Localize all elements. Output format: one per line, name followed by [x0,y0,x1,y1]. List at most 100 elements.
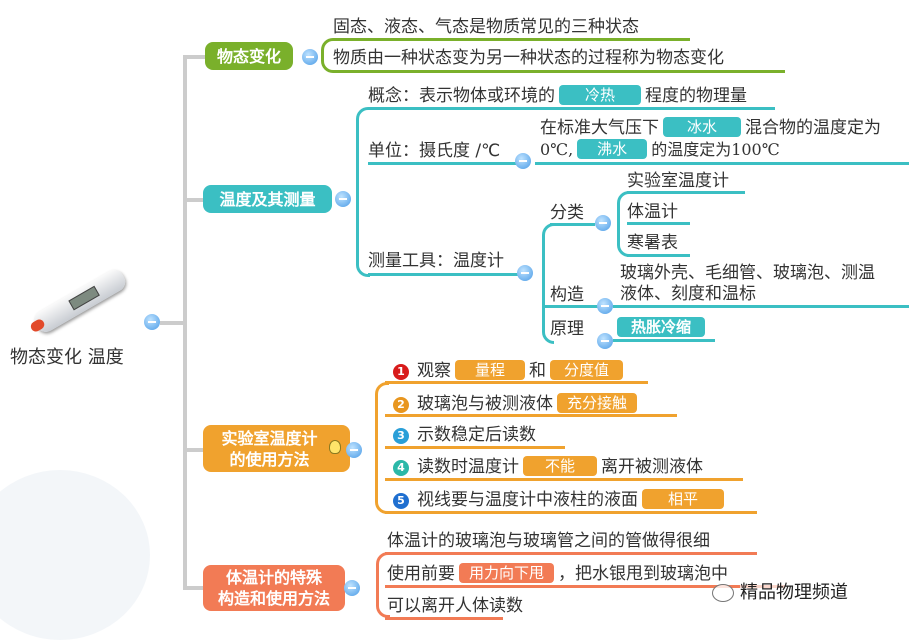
structure-text: 玻璃外壳、毛细管、玻璃泡、测温 [620,263,875,283]
trunk-line [183,55,187,590]
bracket [356,107,370,277]
node-physical-state-change[interactable]: 物态变化 [205,42,293,70]
number-badge: 5 [393,493,409,509]
collapse-button[interactable] [335,191,351,207]
node-temperature-measurement[interactable]: 温度及其测量 [203,185,332,213]
number-badge: 3 [393,428,409,444]
text: 读数时温度计 [417,457,519,477]
lightbulb-icon [329,440,341,454]
text: 和 [529,361,547,381]
underline [550,223,595,226]
underline [613,305,909,308]
principle-label: 原理 [550,319,584,339]
blank-answer: 量程 [455,360,526,380]
text: 0℃, [540,140,574,159]
underline [627,254,690,257]
text: ，把水银甩到玻璃泡中 [558,564,729,584]
thermometer-illustration [29,266,129,336]
structure-label: 构造 [550,285,584,305]
text: 的使用方法 [229,449,310,469]
underline [385,585,785,588]
classify-item: 体温计 [627,202,678,222]
underline [385,617,503,620]
concept-line: 概念：表示物体或环境的冷热程度的物理量 [368,85,747,107]
unit-line-2: 0℃,沸水的温度定为100℃ [540,139,780,161]
text: 视线要与温度计中液柱的液面 [417,490,638,510]
step-3: 3 示数稳定后读数 [393,424,536,446]
blank-answer: 用力向下甩 [459,563,555,583]
watermark-text: 精品物理频道 [740,582,848,604]
bracket [617,191,629,257]
text: 概念：表示物体或环境的 [368,86,555,106]
trunk-branch-2 [183,198,205,202]
number-badge: 4 [393,460,409,476]
b4-item: 使用前要用力向下甩，把水银甩到玻璃泡中 [387,563,728,585]
underline [627,222,690,225]
robot-watermark [0,470,150,640]
collapse-button[interactable] [346,442,362,458]
collapse-button[interactable] [597,298,613,314]
unit-line-1: 在标准大气压下冰水混合物的温度定为 [540,117,881,139]
number-badge: 1 [393,364,409,380]
underline [385,446,565,449]
collapse-button[interactable] [595,215,611,231]
bracket [376,552,390,618]
text: 离开被测液体 [601,457,704,477]
underline [544,305,599,308]
text: 在标准大气压下 [540,118,659,138]
unit-label: 单位：摄氏度 /℃ [368,141,501,161]
underline [535,162,909,165]
trunk-branch-1 [183,55,205,59]
blank-answer: 不能 [523,456,598,476]
text: 示数稳定后读数 [417,425,536,445]
text: 程度的物理量 [645,86,748,106]
principle-answer: 热胀冷缩 [617,317,706,337]
bracket [375,382,389,514]
blank-answer: 分度值 [550,360,624,380]
underline [333,70,785,73]
b4-item: 体温计的玻璃泡与玻璃管之间的管做得很细 [387,531,710,551]
blank-answer: 沸水 [577,139,648,159]
trunk-connector [160,321,186,325]
b1-item: 固态、液态、气态是物质常见的三种状态 [333,17,639,37]
underline [385,511,757,514]
blank-answer: 冷热 [559,85,642,105]
text: 混合物的温度定为 [745,118,882,138]
trunk-branch-4 [183,586,205,590]
underline [385,414,677,417]
underline [385,552,757,555]
bracket [542,223,554,344]
node-clinical-thermometer[interactable]: 体温计的特殊构造和使用方法 [203,565,345,611]
wechat-icon [712,584,734,602]
classify-label: 分类 [550,203,584,223]
collapse-button[interactable] [515,153,531,169]
trunk-branch-3 [183,448,205,452]
blank-answer: 相平 [642,489,725,509]
root-label: 物态变化 温度 [10,347,124,368]
step-5: 5 视线要与温度计中液柱的液面相平 [393,489,728,511]
underline [385,381,648,384]
tool-label: 测量工具：温度计 [368,251,504,271]
collapse-button[interactable] [597,333,613,349]
text: 实验室温度计 [221,428,318,448]
classify-item: 实验室温度计 [627,171,729,191]
node-lab-thermometer-usage[interactable]: 实验室温度计的使用方法 [203,425,350,472]
underline [385,478,743,481]
underline [368,273,518,276]
step-4: 4 读数时温度计不能离开被测液体 [393,456,703,478]
b1-item: 物质由一种状态变为另一种状态的过程称为物态变化 [333,48,724,68]
collapse-button[interactable] [344,580,360,596]
text: 使用前要 [387,564,455,584]
number-badge: 2 [393,397,409,413]
collapse-button[interactable] [517,265,533,281]
underline [627,191,745,194]
root-collapse-button[interactable] [144,314,160,330]
collapse-button[interactable] [302,49,318,65]
b4-item: 可以离开人体读数 [387,596,523,616]
text: 的温度定为100℃ [651,140,780,159]
underline [613,339,715,342]
structure-text: 液体、刻度和温标 [620,284,756,304]
underline [368,162,518,165]
